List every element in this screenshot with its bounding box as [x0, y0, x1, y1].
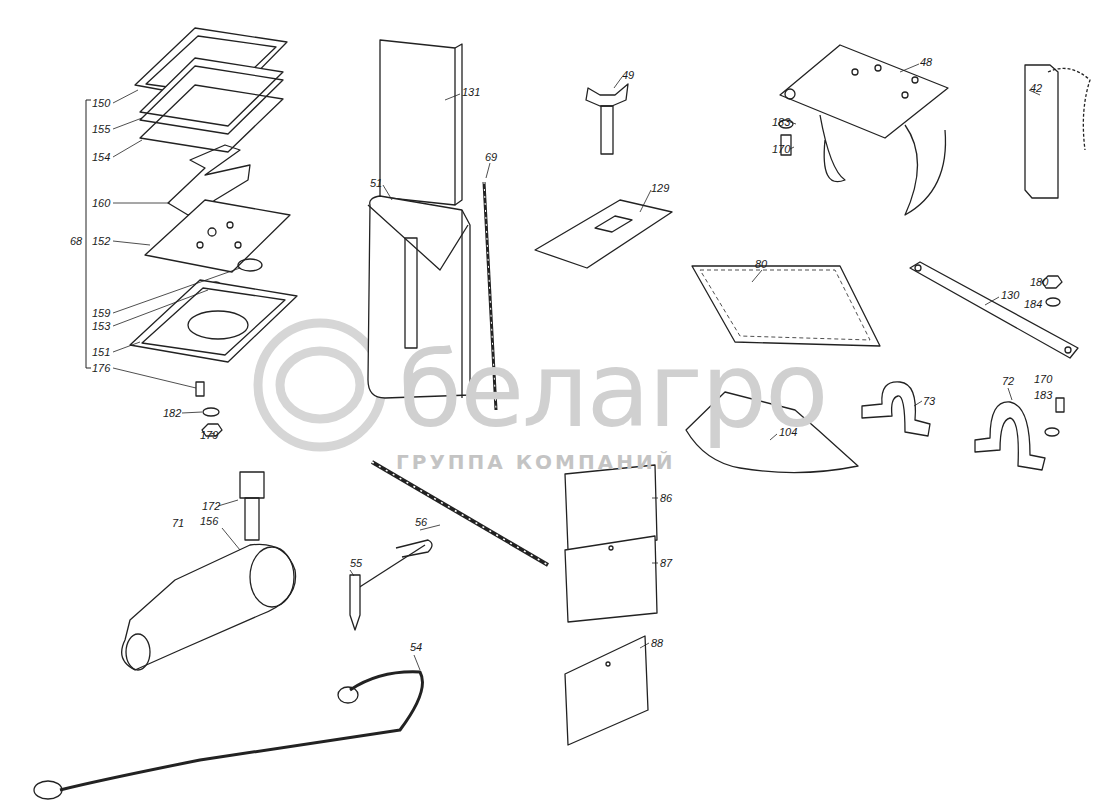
callout-number: 73 [923, 396, 935, 407]
callout-number: 159 [92, 308, 110, 319]
watermark-logo-text: белагро [398, 338, 827, 442]
callout-number: 170 [1034, 374, 1052, 385]
callout-number: 68 [70, 236, 82, 247]
callout-number: 182 [163, 408, 181, 419]
callout-number: 51 [370, 178, 382, 189]
callout-number: 72 [1002, 376, 1014, 387]
callout-number: 71 [172, 518, 184, 529]
callout-number: 170 [772, 144, 790, 155]
callout-number: 80 [755, 259, 767, 270]
callout-number: 129 [651, 183, 669, 194]
leader-lines [113, 64, 1040, 670]
callout-number: 104 [779, 427, 797, 438]
callout-number: 172 [202, 501, 220, 512]
callout-number: 183 [1034, 390, 1052, 401]
callout-number: 49 [622, 70, 634, 81]
callout-number: 156 [200, 516, 218, 527]
callout-number: 160 [92, 198, 110, 209]
callout-number: 87 [660, 558, 672, 569]
callout-number: 42 [1030, 83, 1042, 94]
callout-number: 131 [462, 87, 480, 98]
callout-number: 56 [415, 517, 427, 528]
callout-number: 130 [1001, 290, 1019, 301]
callout-number: 54 [410, 642, 422, 653]
callout-number: 152 [92, 236, 110, 247]
callout-number: 153 [92, 321, 110, 332]
callout-number: 151 [92, 347, 110, 358]
callout-number: 176 [92, 363, 110, 374]
callout-number: 88 [651, 638, 663, 649]
callout-number: 179 [200, 430, 218, 441]
callout-number: 69 [485, 152, 497, 163]
callout-number: 180 [1030, 277, 1048, 288]
cushion-assembly [86, 28, 297, 436]
callout-number: 150 [92, 98, 110, 109]
callout-number: 155 [92, 124, 110, 135]
callout-number: 48 [920, 57, 932, 68]
callout-number: 55 [350, 558, 362, 569]
watermark-logo [258, 323, 382, 447]
callout-number: 154 [92, 152, 110, 163]
callout-number: 86 [660, 493, 672, 504]
watermark-subtitle: ГРУППА КОМПАНИЙ [396, 452, 675, 472]
callout-number: 183 [772, 117, 790, 128]
callout-number: 184 [1024, 299, 1042, 310]
